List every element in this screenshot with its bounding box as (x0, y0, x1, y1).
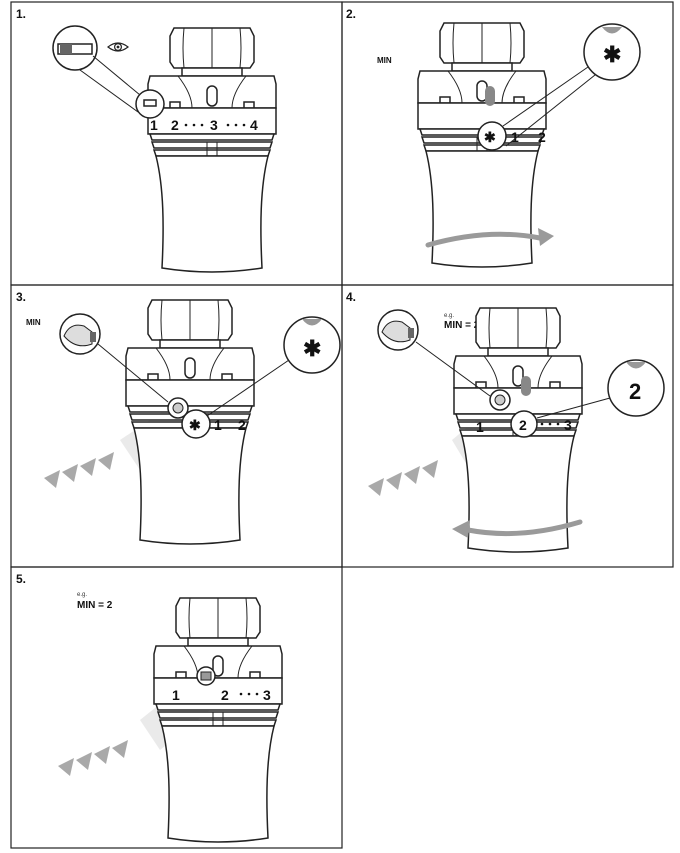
snowflake-callout-small (477, 121, 507, 151)
press-chevrons-icon (44, 452, 114, 488)
dial-dots (239, 692, 259, 696)
snowflake-icon: ✱ (603, 42, 621, 67)
pointer-mark (602, 27, 622, 34)
dial-number: 1 (476, 419, 484, 435)
eye-icon (107, 42, 129, 52)
panel-2: MIN ✱ 1 2 ✱ (377, 22, 641, 268)
dial-number: 3 (263, 687, 271, 703)
step-1-number: 1. (16, 7, 26, 21)
leader-line (79, 69, 139, 113)
step-5-number: 5. (16, 572, 26, 586)
pointer-mark (302, 319, 322, 326)
snowflake-callout (283, 316, 341, 374)
two-callout-small (510, 410, 538, 438)
panel-3: MIN ✱ 1 2 ✱ (26, 299, 341, 545)
example-label: e.g. (444, 313, 454, 319)
leader-line (97, 343, 169, 403)
two-value: 2 (629, 379, 641, 404)
panel-4: e.g. MIN = 2 1 2 3 2 (368, 307, 665, 553)
indicator-mark (521, 376, 531, 396)
snowflake-icon: ✱ (189, 417, 201, 433)
min-label: MIN (26, 318, 41, 327)
step-4-number: 4. (346, 290, 356, 304)
dial-number: 3 (210, 117, 218, 133)
dial-number: 3 (564, 417, 572, 433)
thermostat-head (153, 597, 283, 843)
min-label: MIN = 2 (444, 320, 480, 331)
leader-line (206, 359, 290, 417)
thermostat-head (147, 27, 277, 273)
leader-line (92, 55, 141, 96)
rotation-arrow-icon (452, 519, 583, 538)
clip-detail (57, 43, 93, 55)
dial-number: 1 (511, 129, 519, 145)
press-chevrons-icon (368, 460, 438, 496)
dial-number: 1 (214, 417, 222, 433)
snowflake-icon: ✱ (303, 336, 321, 361)
step-2-number: 2. (346, 7, 356, 21)
snowflake-icon: ✱ (484, 129, 496, 145)
dial-number: 2 (238, 417, 246, 433)
dial-number: 2 (519, 417, 527, 433)
rotation-arrow-icon (425, 228, 554, 248)
panel-1: 1 2 3 4 (52, 25, 277, 273)
snowflake-callout (583, 23, 641, 81)
example-label: e.g. (77, 592, 87, 598)
dial-number: 1 (150, 117, 158, 133)
dial-number: 4 (250, 117, 258, 133)
leader-line (536, 397, 611, 419)
dial-number: 2 (538, 129, 546, 145)
indicator-mark (485, 86, 495, 106)
panel-5: e.g. MIN = 2 1 2 3 (58, 592, 283, 843)
press-chevrons-icon (58, 740, 128, 776)
min-label: MIN (377, 56, 392, 65)
min-label: MIN = 2 (77, 600, 113, 611)
dial-dots (540, 422, 560, 426)
clip (143, 99, 157, 107)
leader-line (415, 341, 491, 397)
dial-dots (184, 123, 246, 127)
dial-number: 2 (171, 117, 179, 133)
pointer-mark (626, 362, 646, 369)
leader-line (505, 74, 596, 147)
panel-frames (10, 1, 674, 849)
dial-number: 2 (221, 687, 229, 703)
two-callout (607, 359, 665, 417)
step-3-number: 3. (16, 290, 26, 304)
snowflake-callout-small (181, 409, 211, 439)
dial-number: 1 (172, 687, 180, 703)
leader-line (502, 66, 589, 127)
